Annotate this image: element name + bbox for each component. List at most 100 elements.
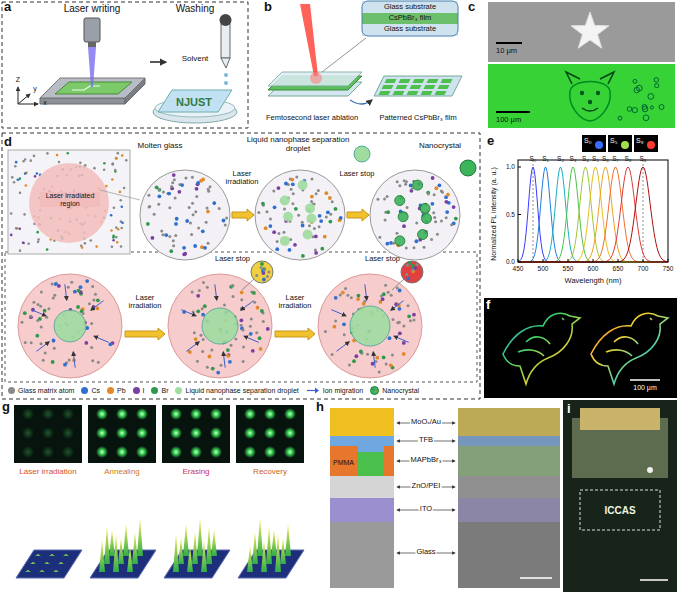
plot-frame bbox=[518, 160, 668, 262]
legend-crystal bbox=[371, 387, 379, 395]
atom bbox=[57, 284, 61, 288]
panel-f bbox=[484, 298, 677, 398]
peak-label: S₀ bbox=[529, 155, 536, 162]
atom bbox=[43, 309, 47, 313]
block-arrow bbox=[347, 209, 369, 221]
pl-curve bbox=[518, 167, 668, 262]
layer-band bbox=[362, 13, 458, 24]
nanocrystal bbox=[418, 230, 428, 240]
glass-region bbox=[8, 150, 130, 254]
atom bbox=[196, 294, 200, 298]
sem-layer bbox=[458, 446, 560, 476]
atom bbox=[19, 177, 22, 180]
pl-curve bbox=[518, 167, 668, 262]
callout-frame bbox=[362, 1, 458, 36]
sem-image bbox=[488, 2, 675, 62]
tick-label: 550 bbox=[563, 265, 574, 272]
tick-label: 1.0 bbox=[506, 163, 515, 170]
bird-pattern bbox=[503, 313, 580, 384]
atom bbox=[188, 350, 192, 354]
atom bbox=[359, 350, 363, 354]
atom bbox=[91, 359, 94, 362]
tick-label: 0.5 bbox=[506, 211, 515, 218]
tick-mark bbox=[593, 259, 594, 262]
atom bbox=[116, 241, 119, 244]
atom bbox=[231, 284, 234, 287]
separation-droplet bbox=[303, 230, 313, 240]
atom bbox=[148, 205, 151, 208]
atom bbox=[16, 227, 19, 230]
atom bbox=[191, 176, 194, 179]
atom bbox=[209, 185, 212, 188]
pattern-tile bbox=[421, 91, 433, 95]
atom bbox=[249, 325, 252, 328]
atom bbox=[277, 186, 281, 190]
legend-swatch bbox=[107, 387, 114, 394]
pl-curve bbox=[518, 167, 668, 262]
leopard-spot bbox=[654, 78, 659, 83]
atom bbox=[203, 304, 207, 308]
atom bbox=[161, 233, 164, 236]
step-label: Laser stop bbox=[215, 255, 250, 263]
intensity-peak bbox=[127, 546, 133, 572]
emission-spot bbox=[42, 408, 54, 420]
atom bbox=[110, 229, 113, 232]
atom bbox=[392, 318, 395, 321]
atom bbox=[169, 249, 173, 253]
atom bbox=[202, 338, 205, 341]
process-arrow bbox=[350, 100, 372, 104]
layer-label: MAPbBr₃ bbox=[410, 456, 443, 464]
separation-droplet bbox=[54, 310, 86, 342]
atom bbox=[255, 274, 258, 277]
atom bbox=[230, 344, 233, 347]
axis-label: y bbox=[33, 85, 37, 93]
zoom-line bbox=[242, 279, 254, 290]
pl-curve bbox=[518, 167, 668, 262]
tick-mark bbox=[518, 262, 521, 263]
atom bbox=[172, 239, 175, 242]
zoom-line bbox=[100, 190, 140, 200]
fluorescence-tile bbox=[14, 405, 82, 463]
atom bbox=[13, 181, 16, 184]
atom bbox=[328, 220, 332, 224]
leopard-spot bbox=[627, 107, 632, 112]
emission-spot bbox=[210, 427, 222, 439]
atom bbox=[381, 297, 385, 301]
atom bbox=[172, 244, 175, 247]
intensity-peak bbox=[252, 532, 258, 564]
atom bbox=[348, 363, 351, 366]
atom bbox=[242, 345, 245, 348]
pl-curve bbox=[518, 167, 668, 262]
atom bbox=[29, 159, 32, 162]
atom bbox=[264, 226, 268, 230]
drop bbox=[224, 73, 228, 77]
legend-item: Cs bbox=[81, 387, 100, 394]
peak-label: S₆ bbox=[602, 155, 609, 162]
atom bbox=[58, 161, 61, 164]
atom bbox=[10, 234, 13, 237]
atom bbox=[226, 348, 230, 352]
emission-spot bbox=[96, 408, 108, 420]
fluorescence-image bbox=[488, 64, 675, 128]
atom bbox=[440, 219, 443, 222]
leopard-spot bbox=[648, 94, 654, 100]
atom bbox=[110, 214, 113, 217]
atom bbox=[164, 233, 168, 237]
peak-label: S₄ bbox=[582, 155, 589, 162]
atom bbox=[267, 271, 270, 274]
atom bbox=[15, 161, 18, 164]
axis-label: Z bbox=[16, 76, 20, 84]
pattern-tile bbox=[435, 91, 447, 95]
panel-frame bbox=[2, 2, 248, 128]
reflection bbox=[647, 467, 653, 473]
state-label: Recovery bbox=[253, 468, 287, 477]
tick-label: 700 bbox=[638, 265, 649, 272]
nanocrystal bbox=[395, 196, 405, 206]
atom bbox=[84, 242, 87, 245]
atom bbox=[33, 155, 36, 158]
panel-b bbox=[268, 1, 462, 104]
legend-sample bbox=[306, 386, 320, 395]
ion-migration-arrow bbox=[391, 301, 404, 311]
atom bbox=[263, 268, 266, 271]
